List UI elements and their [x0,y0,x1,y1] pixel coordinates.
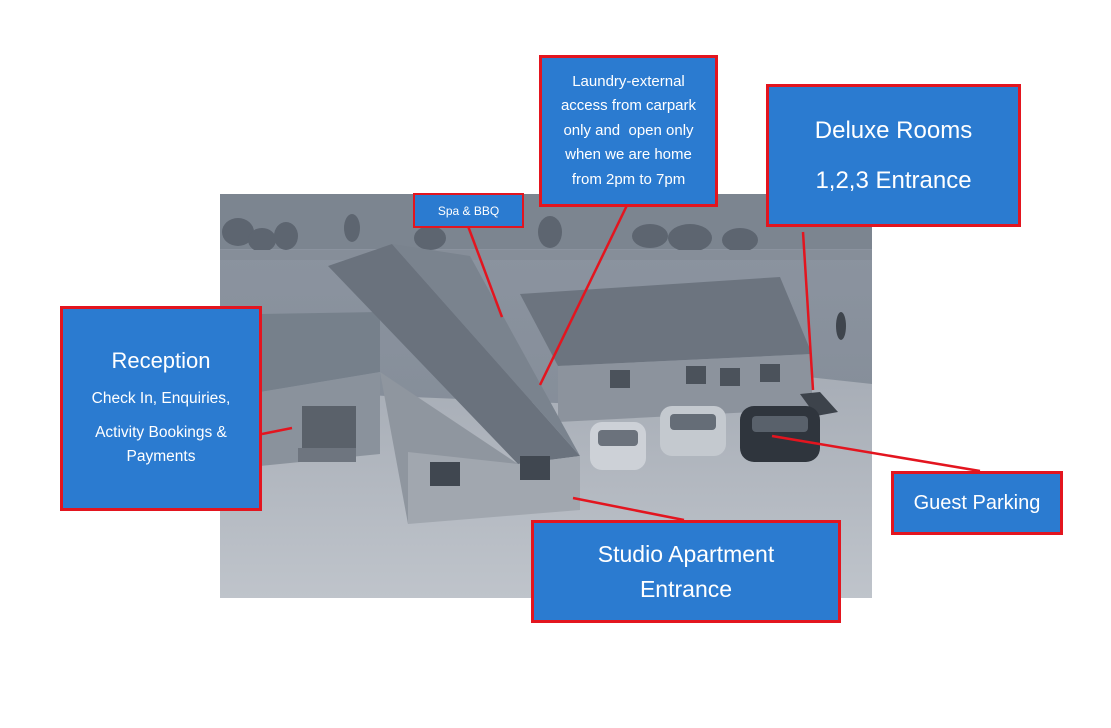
deluxe-rooms-title: Deluxe Rooms [814,116,973,144]
deluxe-rooms-callout: Deluxe Rooms 1,2,3 Entrance [766,84,1021,227]
field-strip [220,250,872,260]
reception-roof [260,312,380,392]
reception-steps [298,448,356,462]
laundry-line-3: only and open only [563,121,694,139]
studio-apartment-line-2: Entrance [639,575,733,602]
laundry-line-2: access from carpark [560,97,697,115]
reception-line-1: Check In, Enquiries, [91,389,231,407]
gable-window-right [520,456,550,480]
person [836,312,846,340]
guest-parking-label: Guest Parking [913,491,1041,514]
laundry-line-5: from 2pm to 7pm [571,170,686,188]
reception-line-2: Activity Bookings & [95,423,227,441]
main-roof-right [392,244,580,456]
deluxe-rooms-entrance: 1,2,3 Entrance [815,166,972,194]
photo-illustration [220,194,872,598]
reception-line-3: Payments [126,447,196,465]
laundry-line-1: Laundry-external [572,72,685,90]
entrance-steps [800,392,838,416]
spa-bbq-label: Spa & BBQ [437,203,500,218]
reception-door [302,406,356,450]
laundry-line-4: when we are home [565,146,692,164]
reception-callout: Reception Check In, Enquiries, Activity … [60,306,262,511]
aerial-property-photo [220,194,872,598]
main-roof-left [328,244,580,464]
spa-bbq-callout: Spa & BBQ [413,193,524,228]
reception-title: Reception [111,347,211,373]
laundry-callout: Laundry-external access from carpark onl… [539,55,718,207]
studio-apartment-callout: Studio Apartment Entrance [531,520,841,623]
gable-window-left [430,462,460,486]
studio-apartment-line-1: Studio Apartment [597,540,775,567]
guest-parking-callout: Guest Parking [891,471,1063,535]
